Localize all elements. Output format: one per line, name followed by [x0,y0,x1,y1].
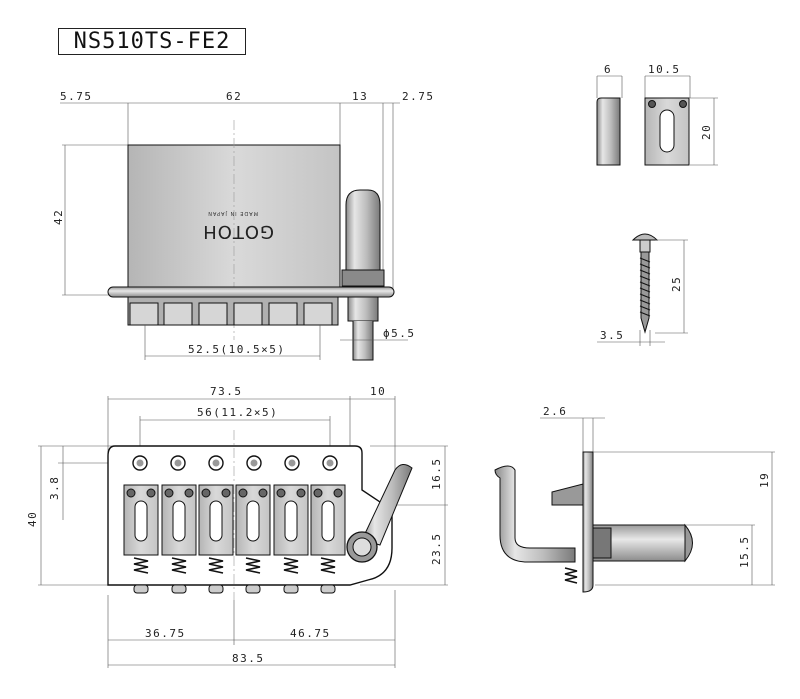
dim-73-5: 73.5 [210,385,243,398]
saddle-row [127,296,339,326]
gotoh-logo: GOTOH MADE IN JAPAN [202,210,274,242]
dim-10-5: 10.5 [648,63,681,76]
dim-2-75: 2.75 [402,90,435,103]
saddles [123,484,346,556]
side-view: 2.6 19 15.5 [494,405,775,593]
dim-46-75: 46.75 [290,627,331,640]
model-title: NS510TS-FE2 [58,28,246,55]
base-plate [107,286,395,298]
dim-2-6: 2.6 [543,405,567,418]
dim-25: 25 [670,276,683,292]
dim-3-5: 3.5 [600,329,624,342]
dim-16-5: 16.5 [430,458,443,491]
svg-text:GOTOH: GOTOH [202,221,274,242]
intonation-springs [133,557,336,574]
dim-19: 19 [758,472,771,488]
arm-socket [345,189,381,281]
arm-nut [341,269,385,287]
top-view: 5.75 62 13 2.75 42 GOTOH MADE IN JAPAN [52,90,435,361]
tremolo-arm [346,464,413,563]
dim-13: 13 [352,90,368,103]
dim-83-5: 83.5 [232,652,265,665]
dim-20: 20 [700,124,713,140]
dim-42: 42 [52,209,65,225]
dim-36-75: 36.75 [145,627,186,640]
side-arm [494,465,576,563]
saddle-view: 6 10.5 20 [596,63,718,166]
dim-62: 62 [226,90,242,103]
saddle-side [596,97,621,166]
mounting-holes [132,455,338,471]
front-view: 73.5 10 56(11.2×5) 3.8 40 16.5 23.5 [26,385,448,668]
dim-phi-5-5: ϕ5.5 [383,327,416,340]
dim-52-5: 52.5(10.5×5) [188,343,285,356]
svg-text:MADE IN JAPAN: MADE IN JAPAN [207,210,258,216]
side-plate [582,451,594,593]
dim-6: 6 [604,63,612,76]
dim-5-75: 5.75 [60,90,93,103]
dim-23-5: 23.5 [430,533,443,566]
dim-15-5: 15.5 [738,536,751,569]
dim-10: 10 [370,385,386,398]
dim-3-8: 3.8 [48,476,61,500]
intonation-screws [133,584,336,594]
screw-view: 25 3.5 [597,233,688,346]
dim-40: 40 [26,511,39,527]
dim-56: 56(11.2×5) [197,406,278,419]
